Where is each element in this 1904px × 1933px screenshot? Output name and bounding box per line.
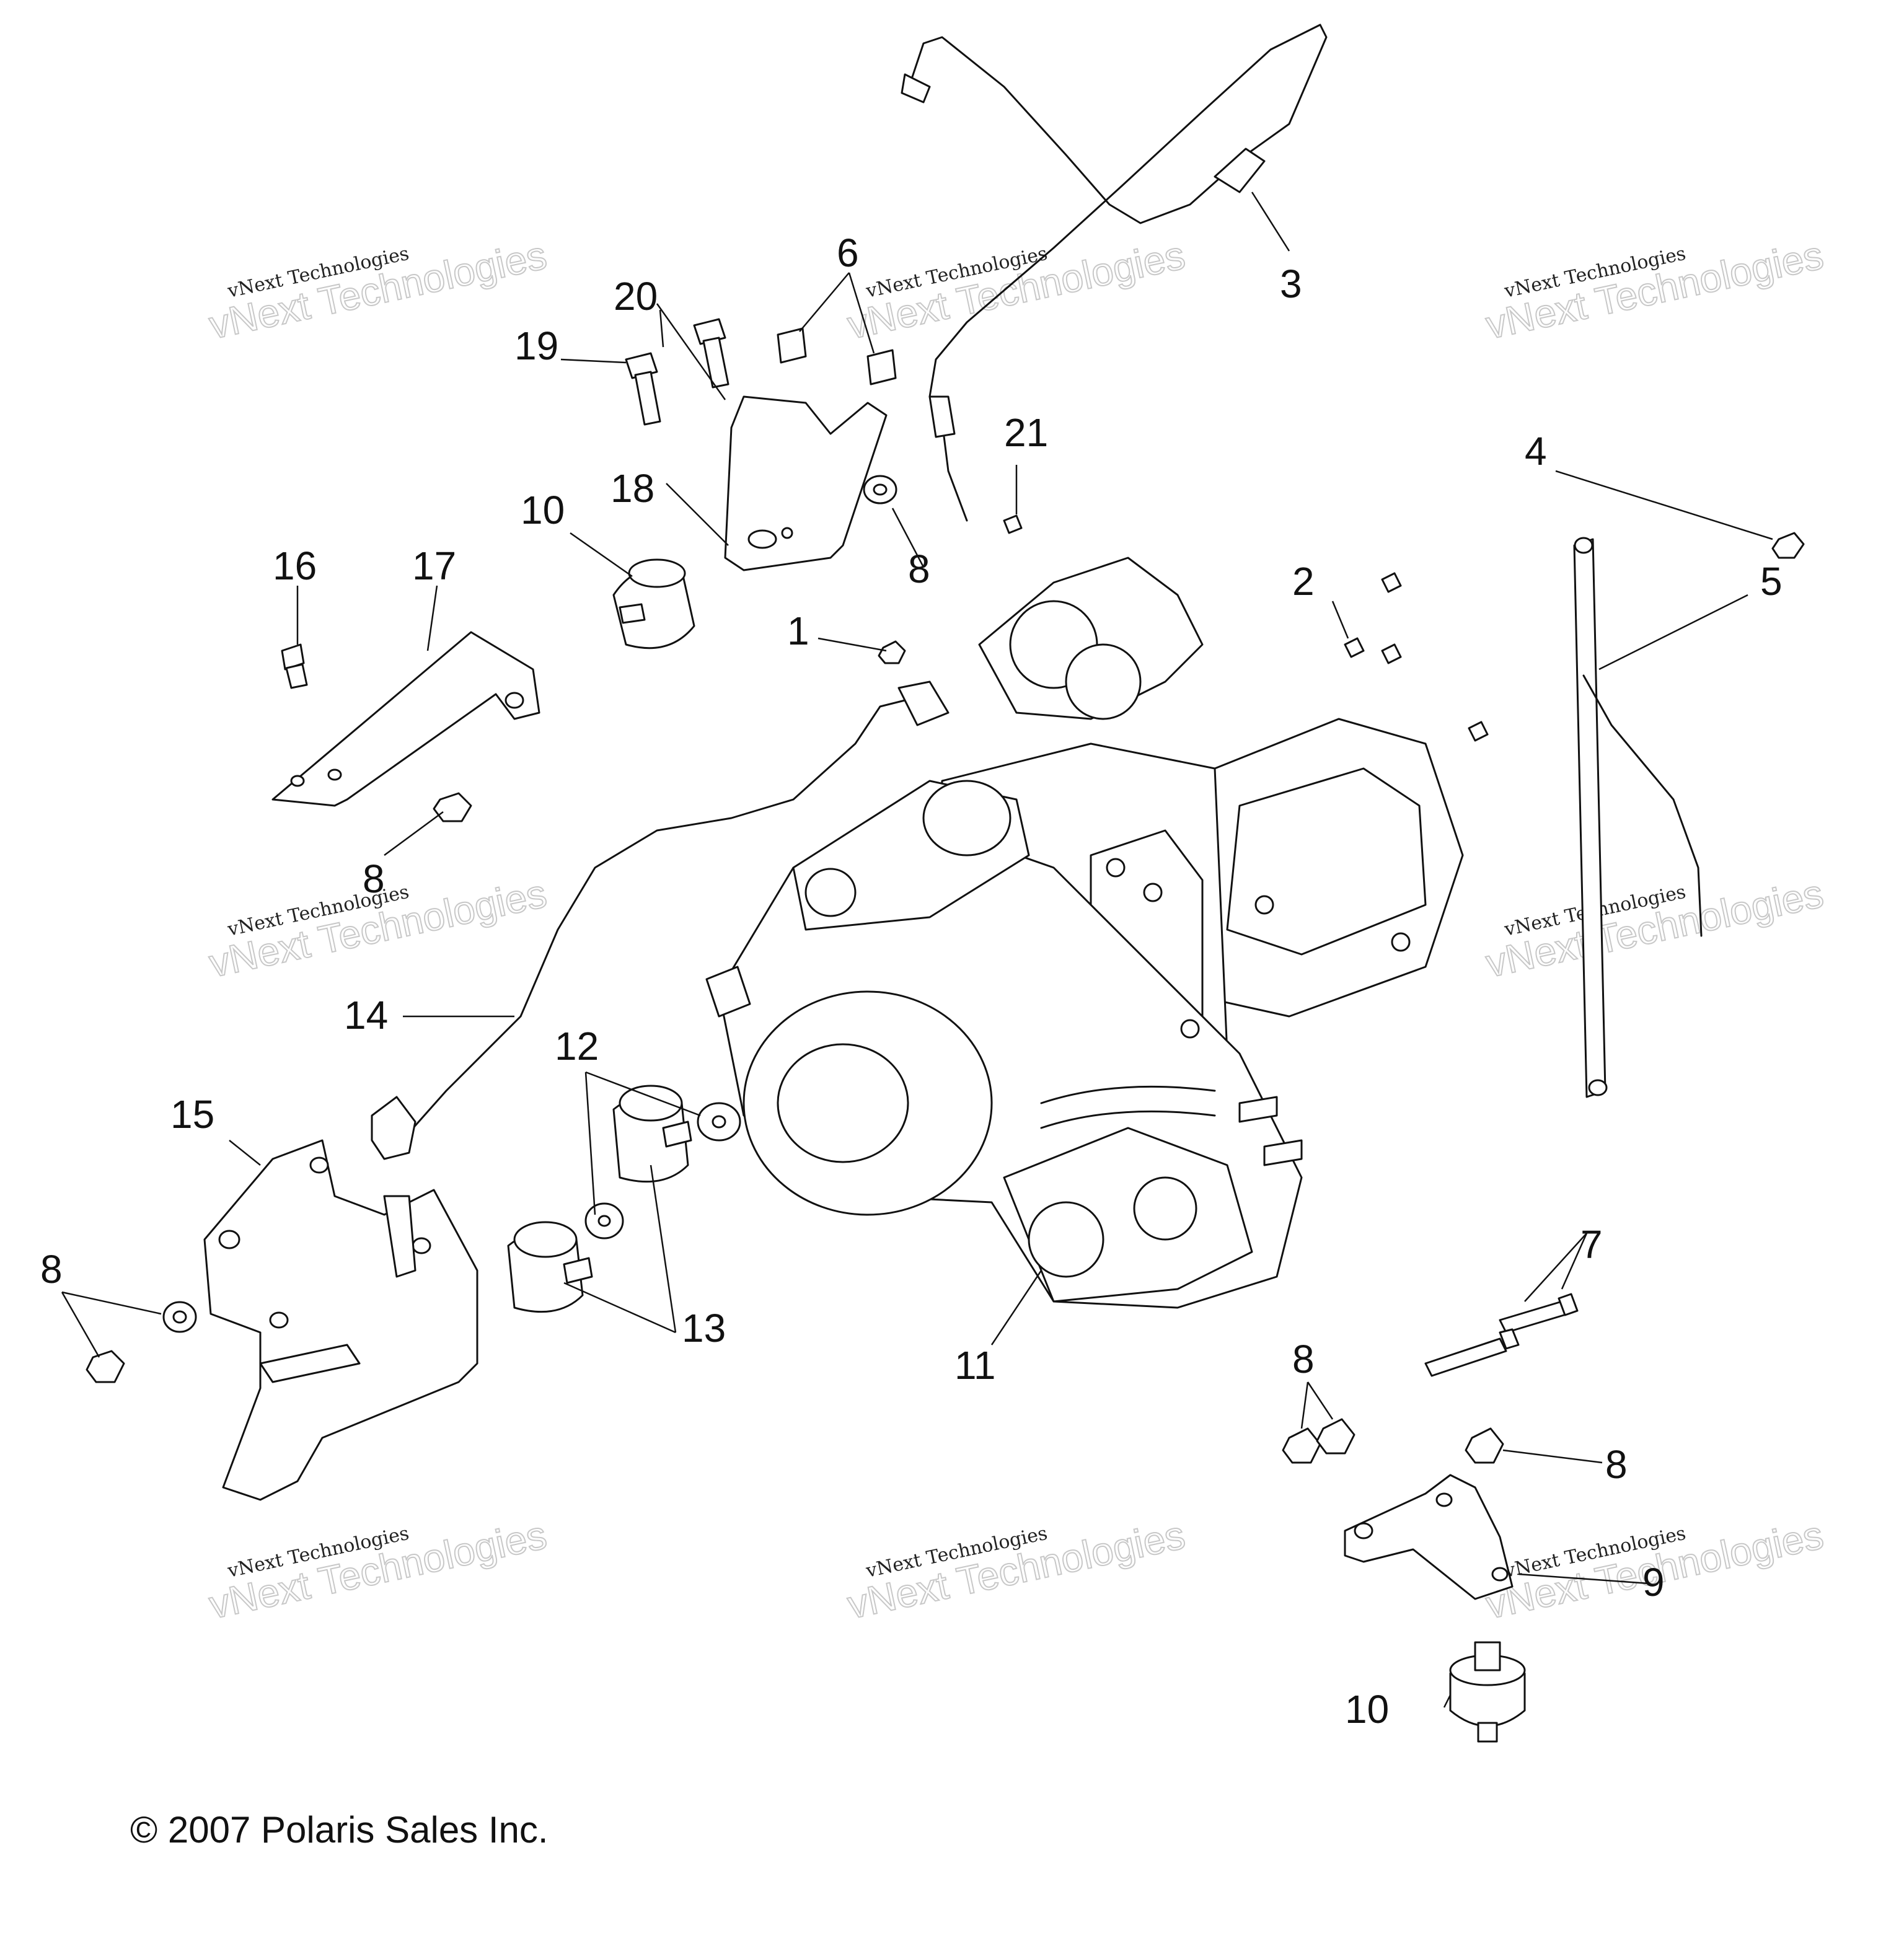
callout-8: 8 [40, 1247, 63, 1292]
callout-19: 19 [514, 324, 558, 368]
copyright-notice: © 2007 Polaris Sales Inc. [130, 1809, 549, 1851]
callout-3: 3 [1280, 262, 1302, 306]
leader-lines [61, 192, 1773, 1708]
right-side-hardware [878, 514, 1805, 1098]
vent-line-assembly [901, 24, 1328, 522]
upper-bracket-assembly [625, 318, 897, 571]
callout-2: 2 [1292, 559, 1315, 604]
callout-7: 7 [1580, 1222, 1603, 1267]
callout-11: 11 [954, 1343, 995, 1388]
watermark: vNext Technologies vNext Technologies [205, 232, 551, 348]
callout-6: 6 [837, 231, 859, 275]
callout-labels: 3 6 20 19 18 10 8 1 21 2 4 5 16 17 8 14 … [40, 231, 1783, 1732]
callout-17: 17 [412, 544, 456, 588]
callout-9: 9 [1642, 1560, 1665, 1605]
breather-hose [371, 680, 950, 1160]
callout-20: 20 [614, 274, 658, 319]
watermark: vNext Technologies vNext Technologies [1481, 870, 1828, 987]
callout-21: 21 [1004, 410, 1048, 455]
callout-8: 8 [1292, 1337, 1315, 1381]
rubber-mount-upper [612, 558, 695, 649]
callout-10: 10 [521, 488, 565, 532]
lower-right-mount-assembly [1282, 1293, 1579, 1743]
engine-assembly [705, 557, 1464, 1309]
callout-14: 14 [344, 993, 388, 1037]
watermark: vNext Technologies vNext Technologies [843, 1512, 1189, 1628]
callout-10: 10 [1345, 1687, 1389, 1732]
rubber-mounts-13 [507, 1085, 741, 1313]
callout-4: 4 [1525, 429, 1547, 473]
callout-12: 12 [555, 1024, 599, 1068]
watermark: vNext Technologies vNext Technologies [205, 1512, 551, 1628]
engine-mount-bracket [86, 1139, 478, 1501]
callout-16: 16 [273, 544, 317, 588]
callout-18: 18 [610, 466, 654, 511]
callout-8: 8 [1605, 1442, 1628, 1487]
callout-15: 15 [170, 1092, 214, 1137]
watermark: vNext Technologies vNext Technologies [1481, 232, 1828, 348]
callout-5: 5 [1760, 559, 1783, 604]
callout-1: 1 [787, 609, 809, 653]
bracket-17-assembly [271, 631, 540, 822]
callout-8: 8 [363, 856, 385, 901]
callout-13: 13 [682, 1306, 726, 1350]
callout-8: 8 [908, 547, 930, 591]
